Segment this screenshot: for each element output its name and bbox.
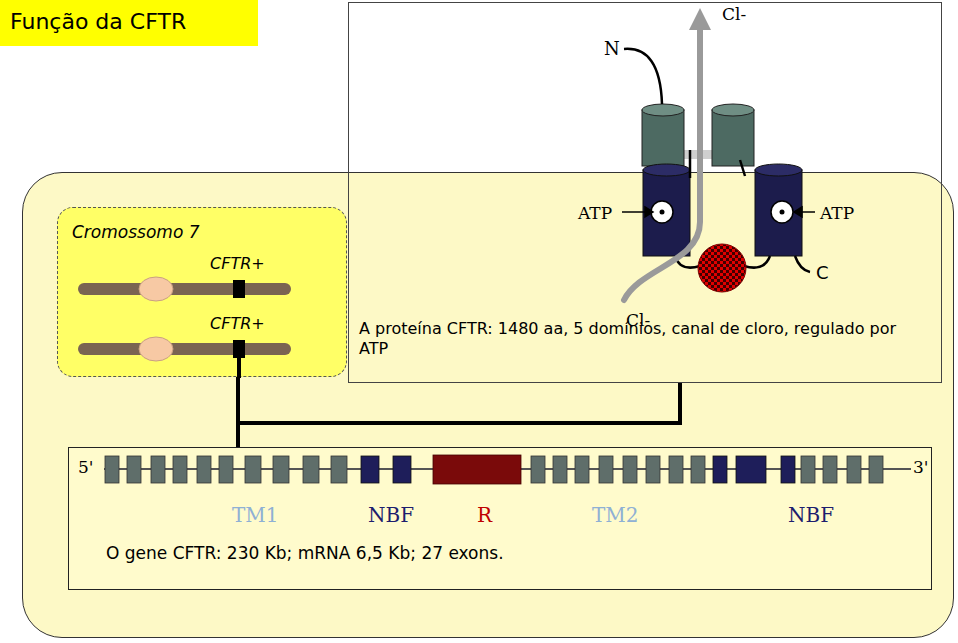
atp-label: ATP bbox=[820, 203, 854, 223]
r-exon bbox=[433, 455, 521, 484]
exon-group bbox=[105, 456, 883, 483]
nbf-cylinder bbox=[643, 164, 690, 256]
atp-arrow bbox=[622, 207, 815, 217]
domain-label: TM2 bbox=[592, 503, 639, 527]
tm-cylinder bbox=[712, 104, 754, 166]
centromere bbox=[139, 337, 173, 361]
title-box: Função da CFTR bbox=[0, 0, 258, 46]
gene-locus bbox=[233, 340, 245, 358]
domain-label: TM1 bbox=[232, 503, 279, 527]
allele-label: CFTR+ bbox=[210, 254, 265, 273]
chromosome-box: Cromossomo 7 CFTR+ CFTR+ bbox=[57, 207, 347, 377]
r-domain bbox=[698, 244, 746, 292]
tm-cylinder bbox=[642, 104, 684, 166]
terminus-label: N bbox=[604, 38, 620, 59]
chromosome bbox=[78, 343, 291, 355]
gene-caption: O gene CFTR: 230 Kb; mRNA 6,5 Kb; 27 exo… bbox=[106, 543, 504, 563]
locus-line bbox=[237, 358, 241, 378]
terminus-label: C bbox=[816, 262, 829, 283]
title-text: Função da CFTR bbox=[10, 9, 186, 34]
domain-label: NBF bbox=[788, 503, 834, 527]
ion-label: Cl- bbox=[626, 310, 650, 330]
ion-label: Cl- bbox=[722, 4, 746, 24]
atp-label: ATP bbox=[578, 203, 612, 223]
nbf-exons bbox=[361, 456, 795, 483]
chloride-arrow bbox=[624, 8, 711, 300]
gene-locus bbox=[233, 280, 245, 298]
strand-end: 3' bbox=[913, 457, 929, 477]
connector-line bbox=[238, 377, 680, 423]
nbf-cylinder bbox=[755, 164, 802, 256]
chromosome-title: Cromossomo 7 bbox=[72, 222, 200, 242]
chromosome bbox=[78, 283, 291, 295]
domain-label: NBF bbox=[368, 503, 414, 527]
strand-end: 5' bbox=[78, 457, 94, 477]
centromere bbox=[139, 277, 173, 301]
allele-label: CFTR+ bbox=[210, 314, 265, 333]
domain-label: R bbox=[477, 503, 492, 527]
linker-line bbox=[624, 49, 810, 272]
